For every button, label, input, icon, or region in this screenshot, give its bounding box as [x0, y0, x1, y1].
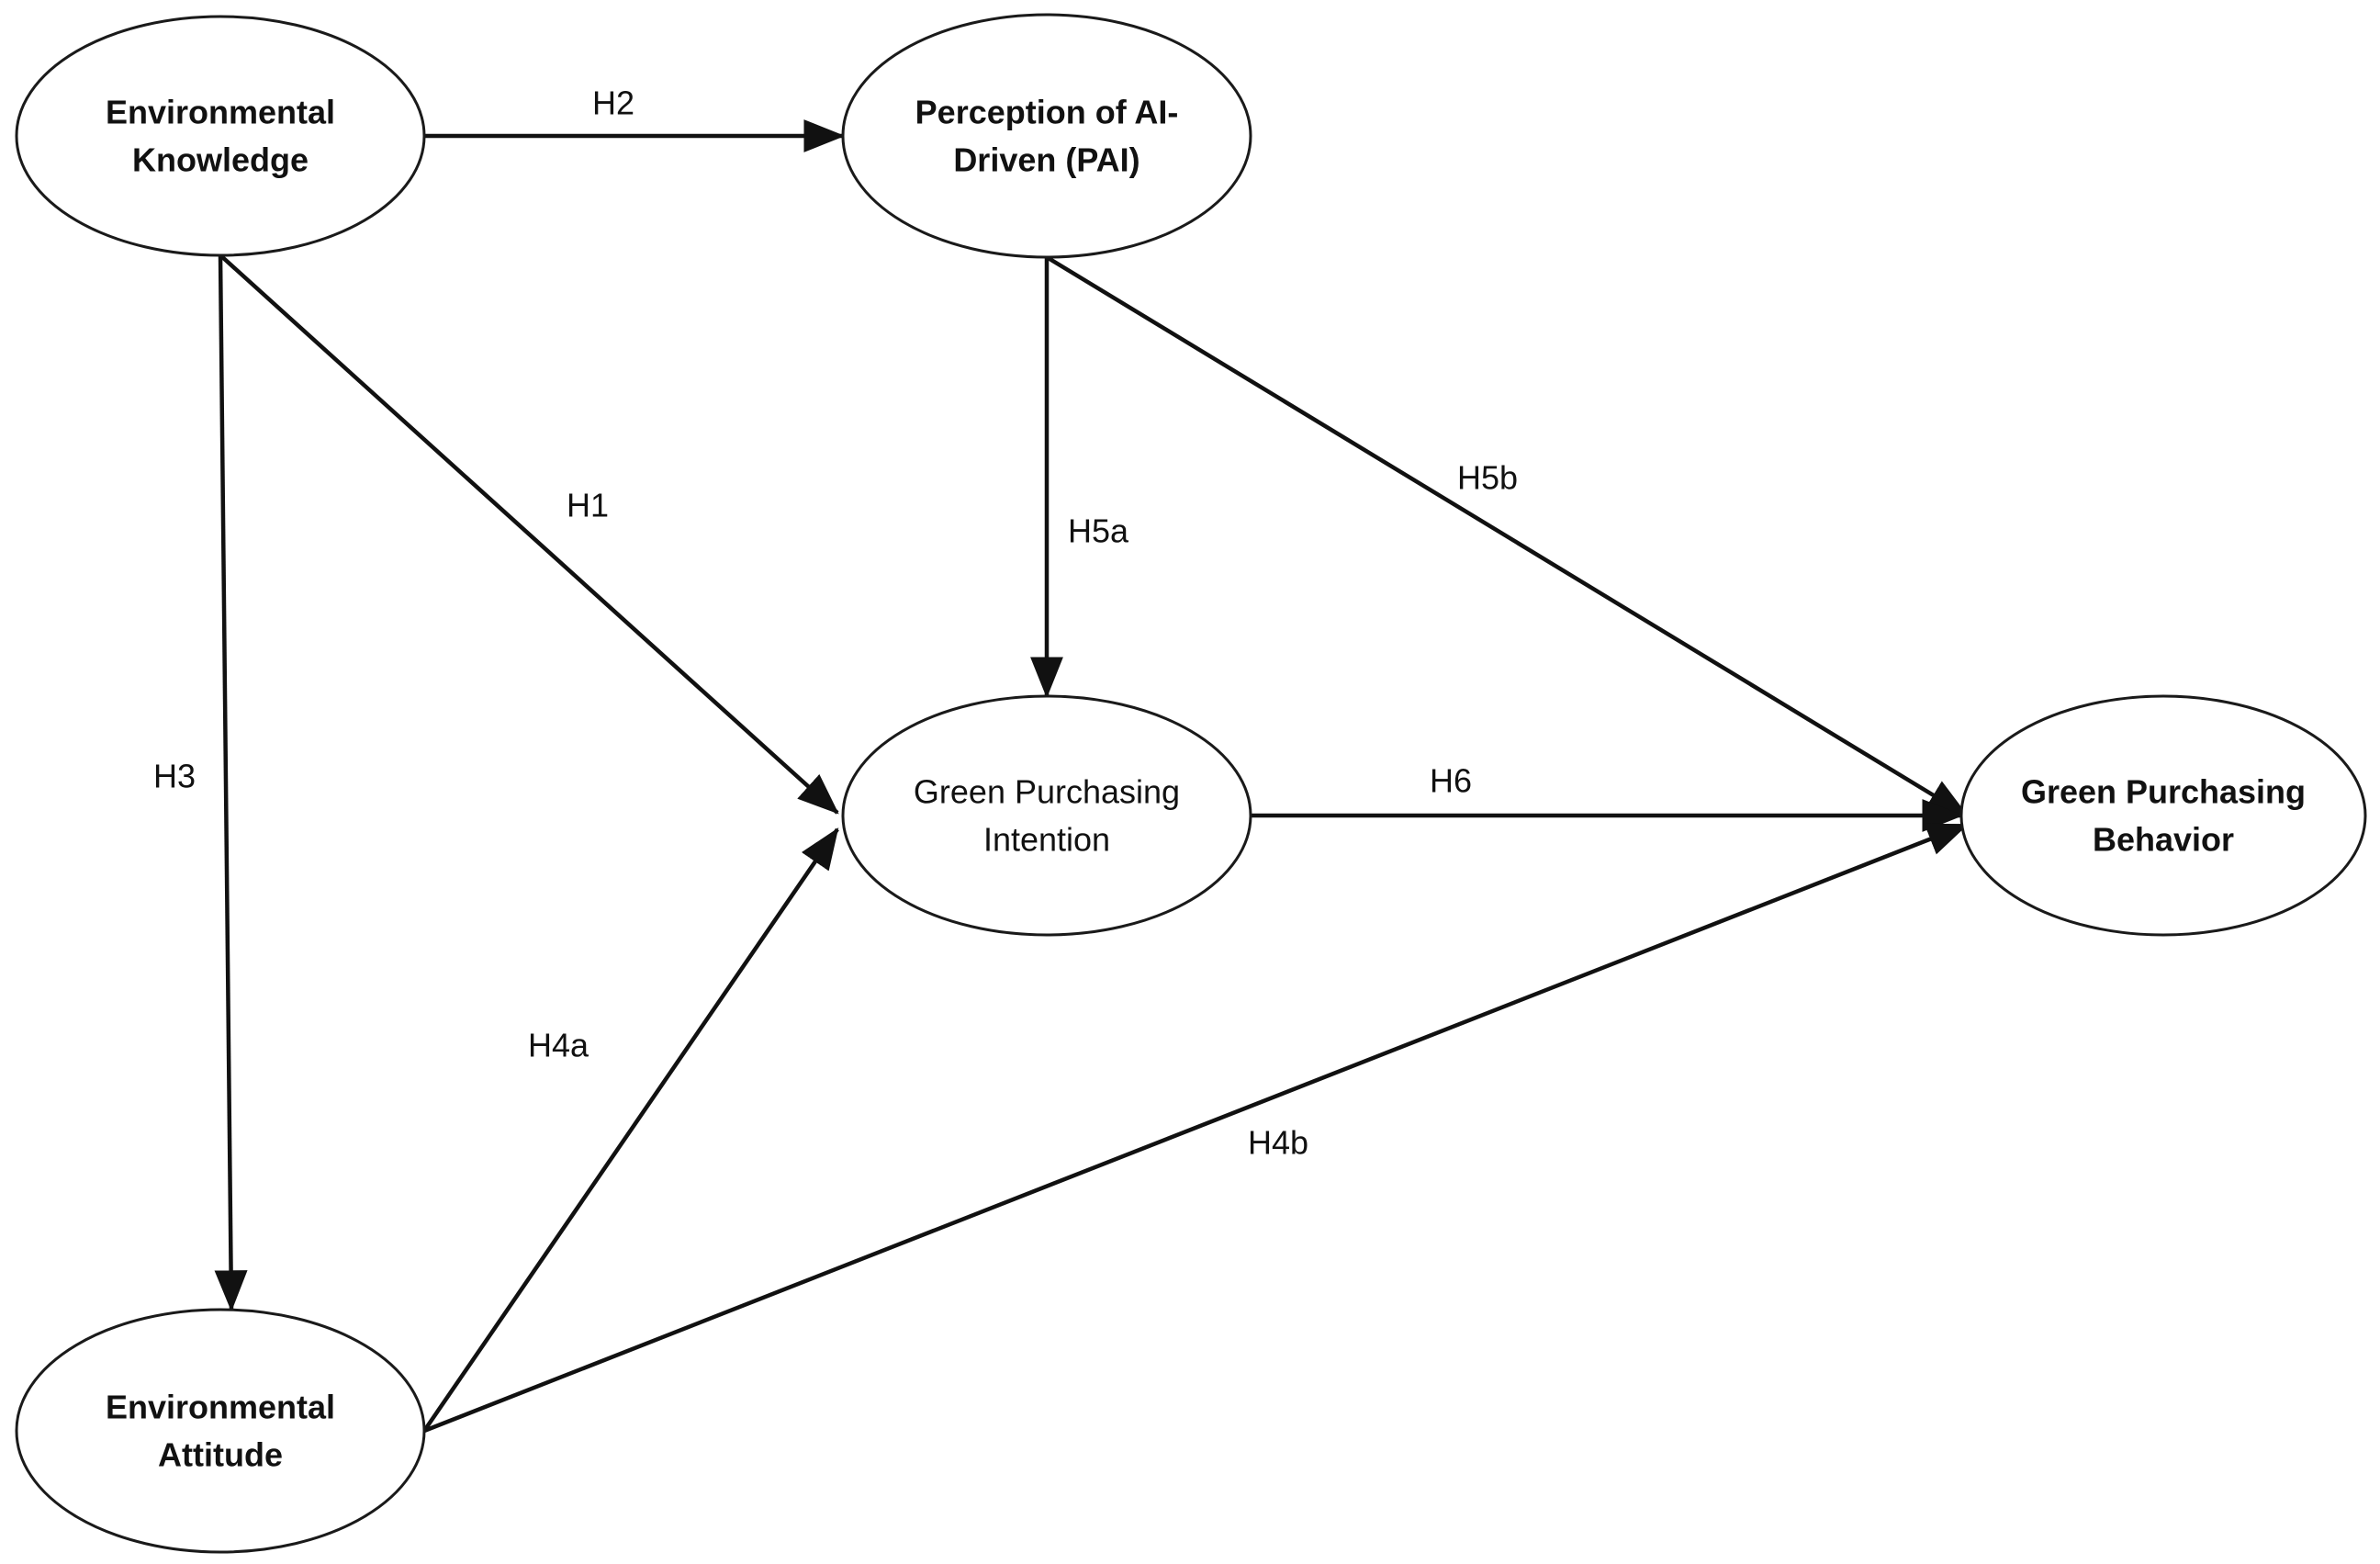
- arrow-h1: [219, 253, 839, 815]
- arrow-h4b: [423, 822, 1970, 1434]
- node-label-env-knowledge-line-1: Environmental: [106, 94, 335, 131]
- arrow-h3: [214, 254, 248, 1312]
- edge-label-h5b: H5b: [1457, 459, 1518, 497]
- node-label-pai-line-2: Driven (PAI): [953, 141, 1139, 179]
- node-label-env-attitude-line-1: Environmental: [106, 1389, 335, 1426]
- edge-label-h4b: H4b: [1248, 1124, 1308, 1162]
- node-label-pai-line-1: Perception of AI-: [915, 94, 1179, 131]
- arrow-h4a: [422, 827, 839, 1433]
- node-pai: Perception of AI- Driven (PAI): [841, 13, 1252, 259]
- node-label-env-knowledge-line-2: Knowledge: [132, 141, 309, 179]
- node-label-gpb-line-2: Behavior: [2093, 821, 2234, 859]
- edge-label-h1: H1: [567, 487, 609, 524]
- node-ellipse-env-knowledge: [15, 15, 426, 257]
- node-label-env-attitude-line-2: Attitude: [158, 1436, 283, 1474]
- node-ellipse-gpb: [1959, 694, 2367, 937]
- edge-label-h4a: H4a: [528, 1027, 589, 1064]
- edge-label-h5a: H5a: [1068, 512, 1129, 550]
- edge-label-h3: H3: [153, 758, 196, 795]
- node-label-gpb-line-1: Green Purchasing: [2021, 773, 2306, 811]
- arrow-h5b: [1045, 255, 1969, 817]
- node-ellipse-pai: [841, 13, 1252, 259]
- edges-layer: [214, 119, 1970, 1434]
- edge-label-h6: H6: [1430, 762, 1472, 800]
- node-ellipse-env-attitude: [15, 1308, 426, 1554]
- edge-label-h2: H2: [592, 84, 634, 122]
- node-label-gpi-line-2: Intention: [983, 821, 1110, 859]
- node-ellipse-gpi: [841, 694, 1252, 937]
- node-label-gpi-line-1: Green Purchasing: [914, 773, 1180, 811]
